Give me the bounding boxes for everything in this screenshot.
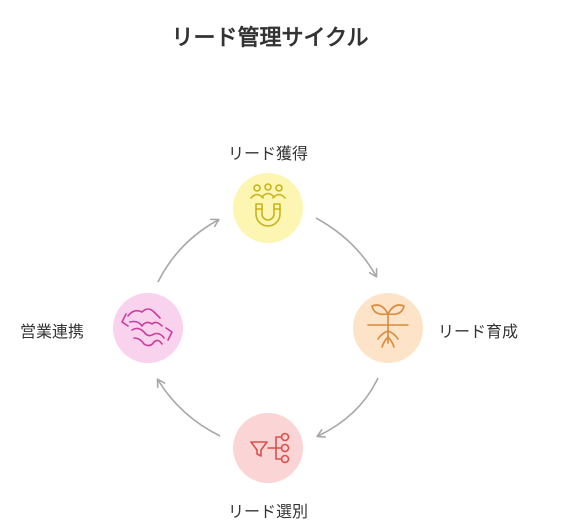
funnel-branch-icon (250, 432, 290, 464)
diagram-title: リード管理サイクル (171, 26, 369, 51)
node-lead-qualification (233, 413, 303, 483)
node-sales-collaboration (113, 293, 183, 363)
label-lead-acquisition: リード獲得 (227, 144, 308, 163)
label-lead-qualification: リード選別 (227, 502, 308, 521)
label-sales-collaboration: 営業連携 (20, 322, 85, 341)
sprout-roots-icon (367, 304, 409, 348)
magnet-people-icon (250, 183, 286, 227)
handshake-icon (121, 308, 173, 347)
node-lead-nurturing (353, 293, 423, 363)
node-lead-acquisition (233, 173, 303, 243)
label-lead-nurturing: リード育成 (438, 322, 519, 341)
arrow-bottom-to-left (156, 378, 221, 437)
arrow-top-to-right (315, 217, 378, 278)
arrow-left-to-top (157, 218, 220, 283)
arrow-right-to-bottom (316, 377, 379, 438)
